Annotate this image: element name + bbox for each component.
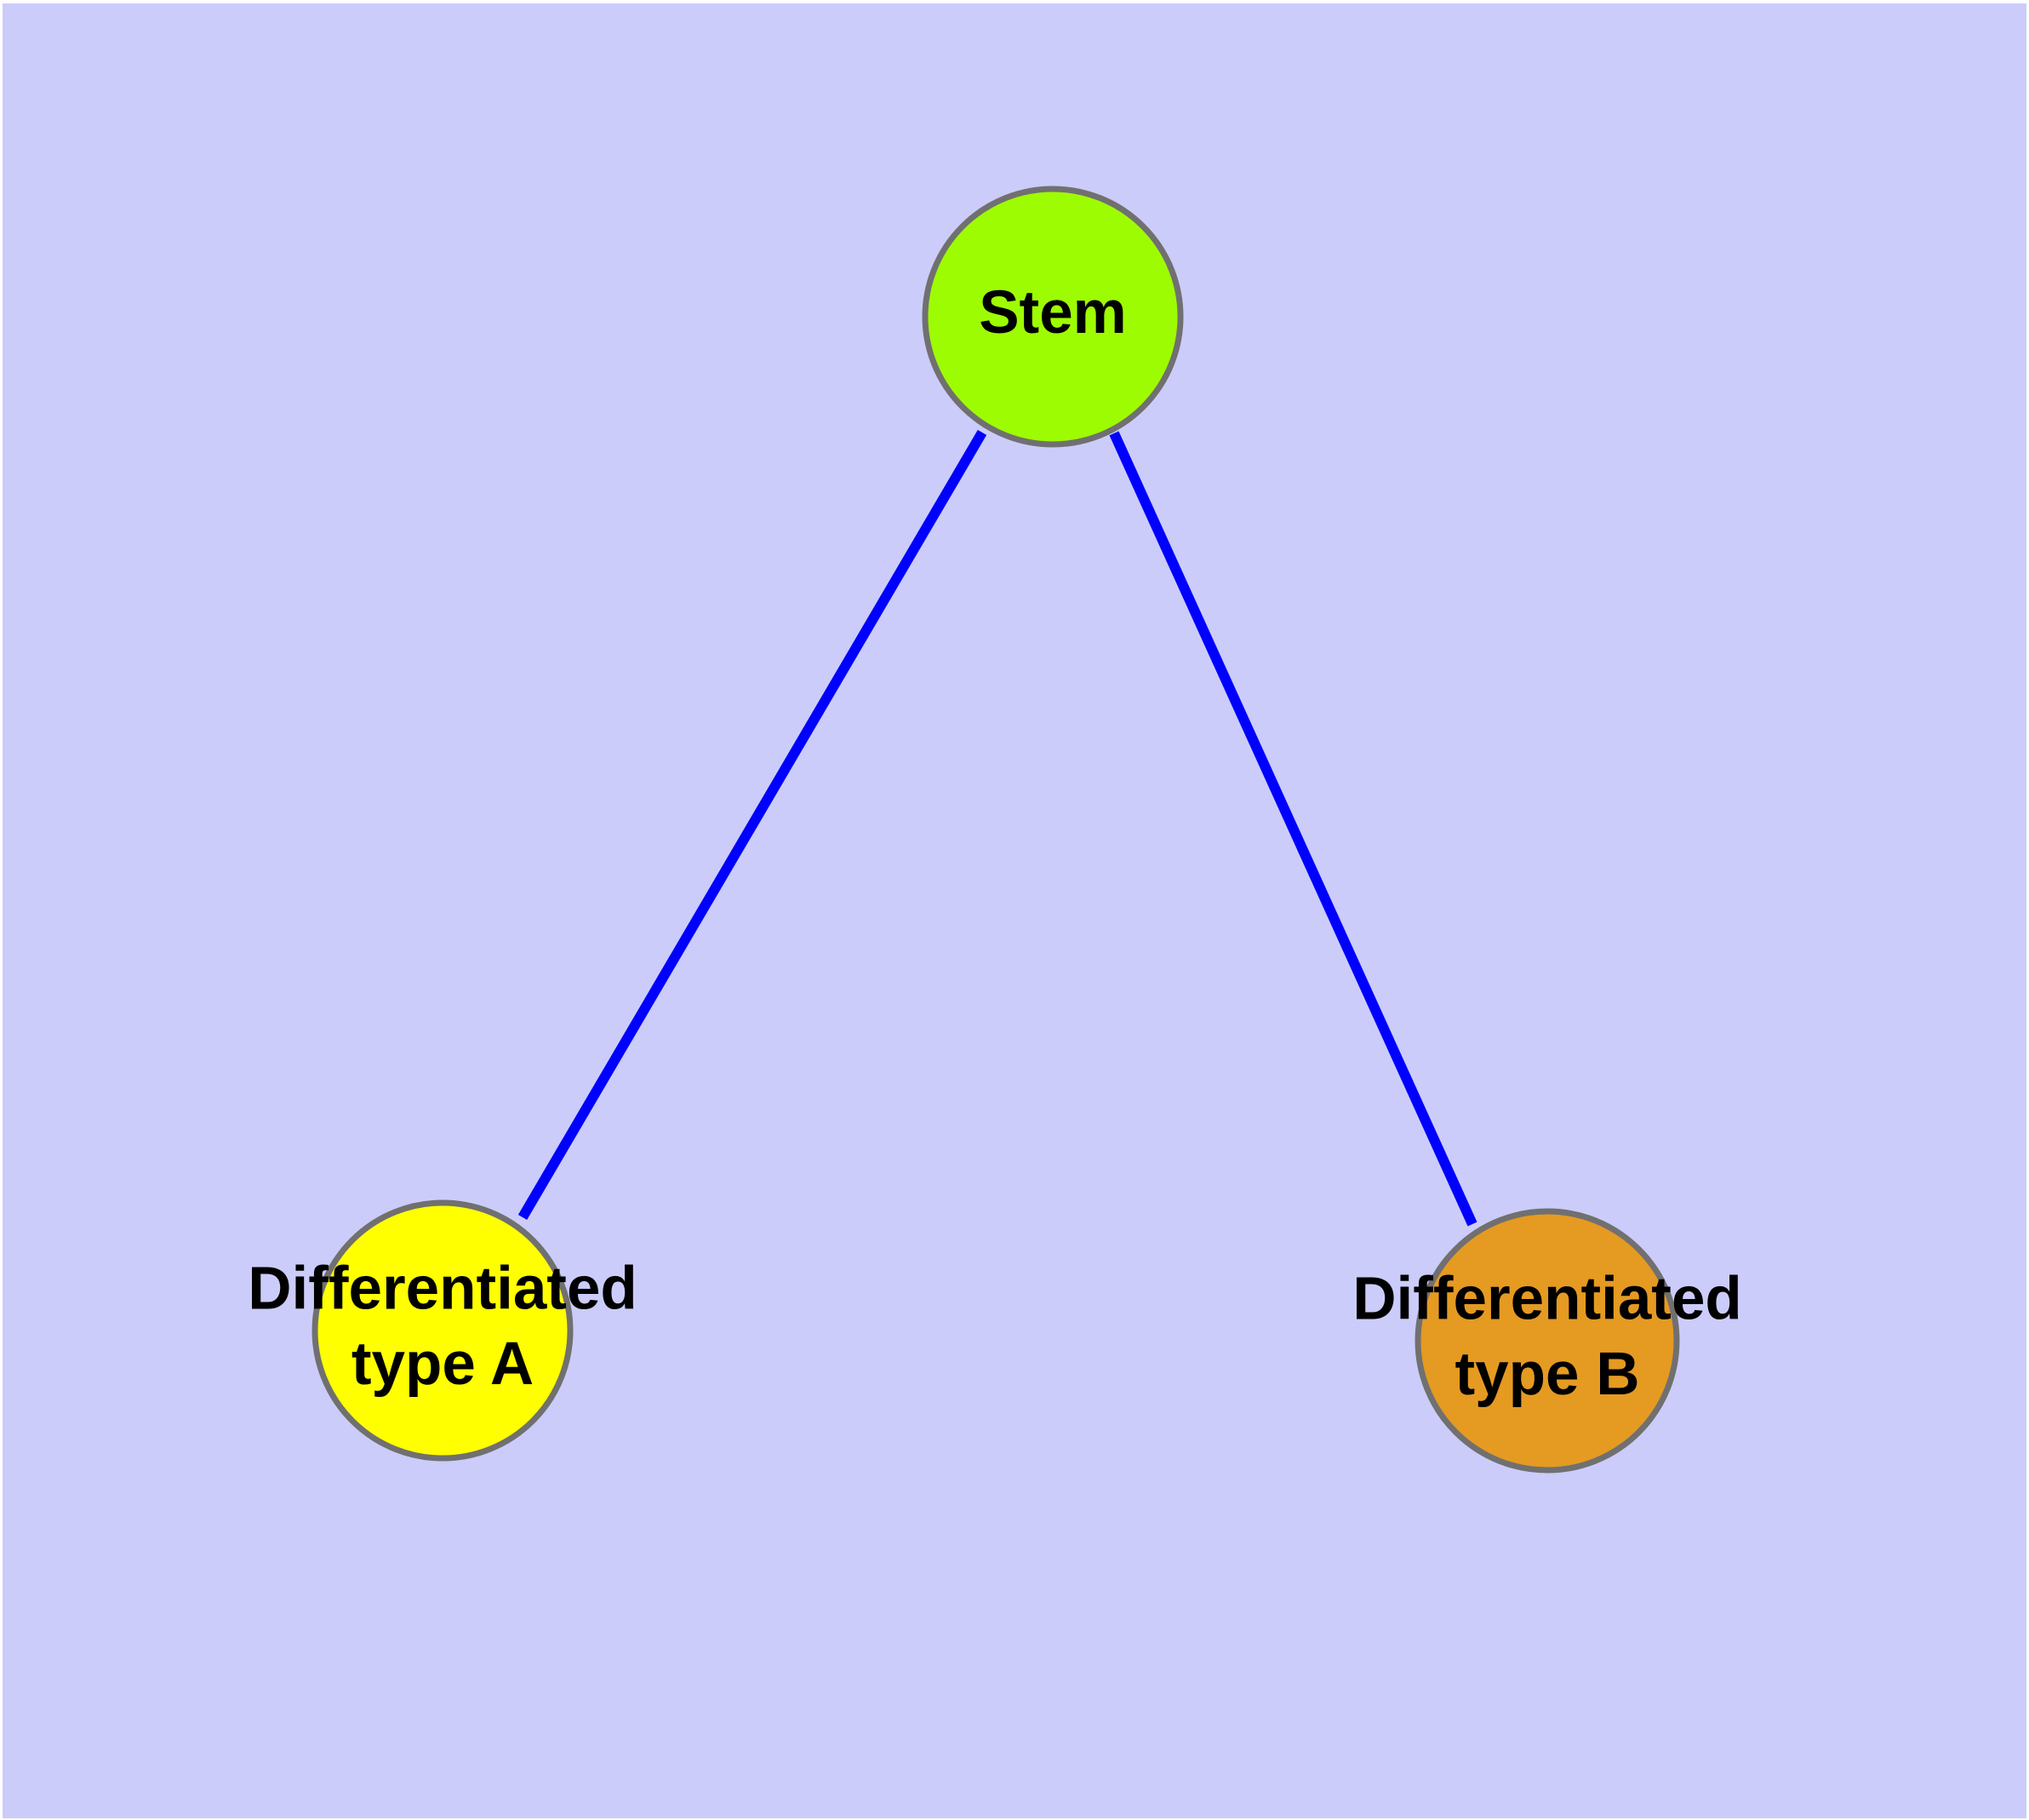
edges-layer (517, 429, 1477, 1227)
edge-stem-to-differentiated-type-b[interactable] (1109, 431, 1477, 1227)
edge-stem-to-differentiated-type-a[interactable] (517, 429, 987, 1221)
node-differentiated-type-b-label-line-1: Differentiated (1352, 1266, 1742, 1333)
node-differentiated-type-b-circle[interactable] (1415, 1208, 1680, 1474)
node-differentiated-type-a-label-line-1: Differentiated (248, 1256, 637, 1323)
node-stem-circle[interactable] (922, 186, 1184, 448)
node-differentiated-type-b-label-line-2: type B (1455, 1341, 1640, 1408)
node-differentiated-type-a-circle[interactable] (311, 1199, 574, 1462)
node-differentiated-type-a-label-line-2: type A (352, 1331, 534, 1398)
node-differentiated-type-a[interactable]: Differentiated type A (248, 1199, 637, 1462)
node-stem[interactable]: Stem (922, 186, 1184, 448)
node-stem-label-line-1: Stem (979, 279, 1127, 346)
node-differentiated-type-b[interactable]: Differentiated type B (1352, 1208, 1742, 1474)
